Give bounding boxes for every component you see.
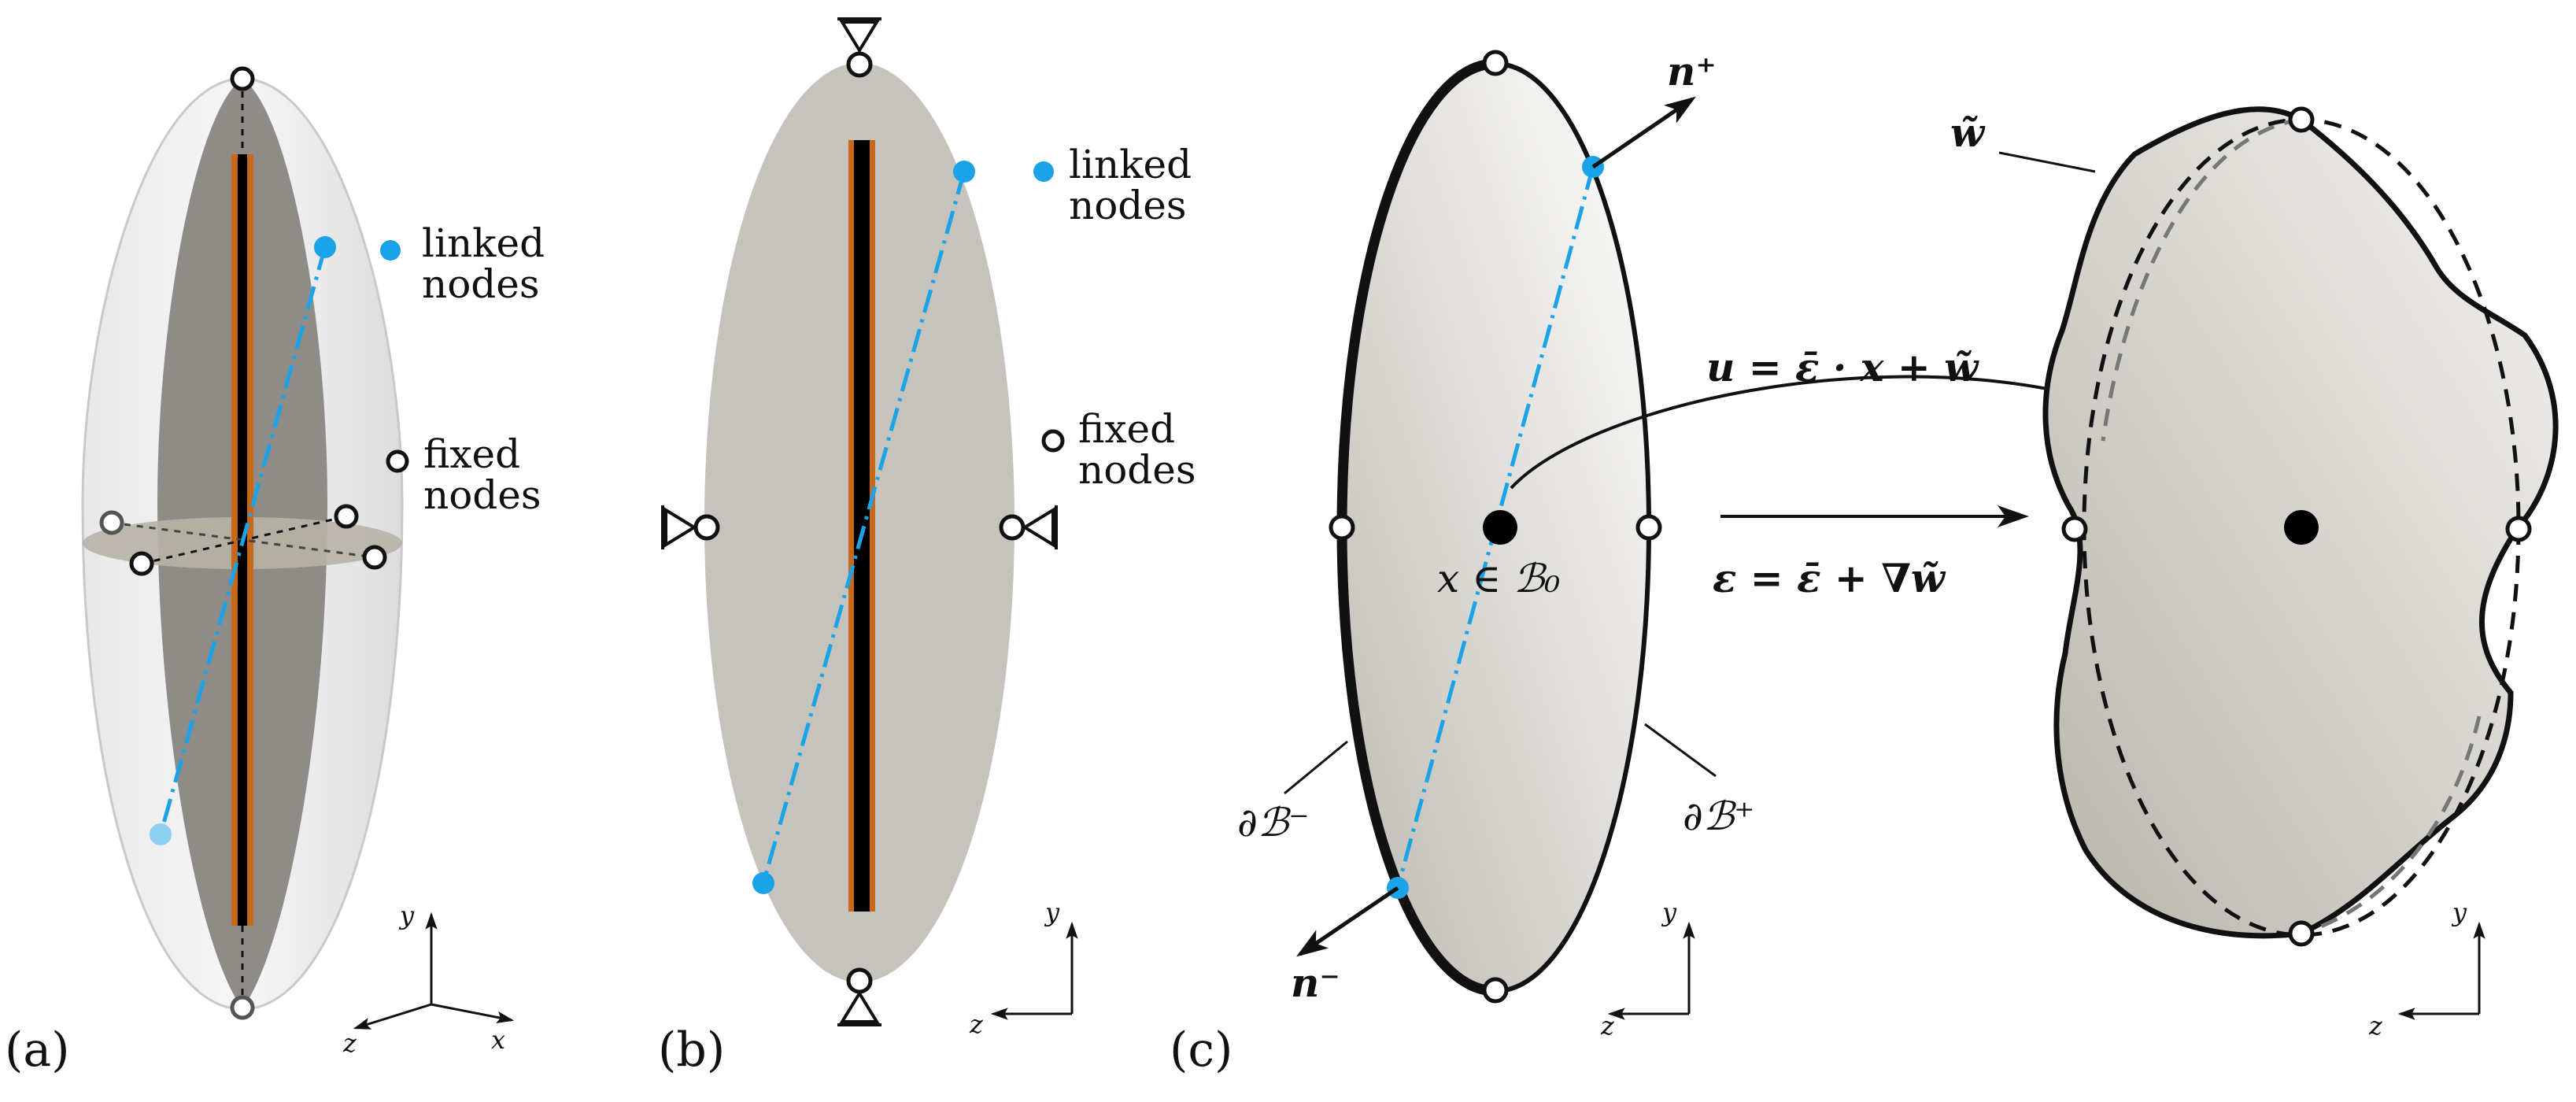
leader-fluctuation xyxy=(1998,151,2096,173)
legend-fixed-a-1: fixed xyxy=(423,431,520,477)
legend-linked-b-2: nodes xyxy=(1069,183,1187,228)
linked-line-b xyxy=(761,171,966,884)
axis-y-b: y xyxy=(1044,897,1060,927)
fixed-node-d-bottom xyxy=(2288,920,2315,947)
support-top-b xyxy=(837,17,881,78)
panel-label-c: (c) xyxy=(1170,1022,1233,1078)
linked-node-a-bottom xyxy=(150,823,172,845)
legend-linked-dot-a xyxy=(380,240,401,261)
fixed-node-d-top xyxy=(2288,106,2315,133)
normal-minus-arrow xyxy=(1296,886,1399,957)
fixed-node-d-right xyxy=(2505,516,2532,542)
axis-y-a: y xyxy=(398,900,415,930)
legend-fixed-dot-a xyxy=(386,449,409,473)
panel-a: linked nodes fixed nodes y z x (a) xyxy=(5,66,545,1078)
center-point-reference xyxy=(1483,510,1517,545)
legend-linked-dot-b xyxy=(1033,161,1054,182)
leader-boundary-minus xyxy=(1284,740,1348,795)
legend-linked-a-1: linked xyxy=(422,220,545,266)
axis-y-c1: y xyxy=(1661,897,1677,927)
label-boundary-plus: ∂ℬ⁺ xyxy=(1683,793,1755,839)
axes-b: y z xyxy=(969,897,1078,1039)
legend-fixed-a-2: nodes xyxy=(423,472,541,518)
panel-label-b: (b) xyxy=(658,1022,725,1078)
axes-c2: y z xyxy=(2368,897,2485,1041)
legend-linked-a-2: nodes xyxy=(422,261,540,307)
panel-label-a: (a) xyxy=(5,1022,70,1078)
leader-boundary-plus xyxy=(1644,723,1717,778)
fixed-node-a-left-front xyxy=(129,551,154,576)
label-boundary-minus: ∂ℬ⁻ xyxy=(1237,800,1310,845)
axis-z-c1: z xyxy=(1600,1011,1615,1041)
center-point-deformed xyxy=(2284,510,2319,545)
support-bottom-b xyxy=(837,967,881,1026)
fixed-node-a-right-front xyxy=(362,545,387,570)
fixed-node-a-bottom xyxy=(230,995,255,1020)
panel-c: n⁺ n⁻ x ∈ ℬ₀ ∂ℬ⁻ ∂ℬ⁺ u = ε̄ · x + w̃ ε =… xyxy=(1170,48,2559,1078)
axes-c1: y z xyxy=(1600,897,1695,1041)
axis-x-a: x xyxy=(491,1025,505,1055)
fiber-core-b xyxy=(854,140,870,912)
support-right-b xyxy=(999,505,1058,549)
label-x-in-b0: x ∈ ℬ₀ xyxy=(1437,556,1560,601)
legend-fixed-b-2: nodes xyxy=(1078,447,1196,493)
fixed-node-d-left xyxy=(2061,516,2088,542)
strain-equation: ε = ε̄ + ∇w̃ xyxy=(1713,555,1946,601)
fixed-node-c-right xyxy=(1635,514,1662,541)
linked-node-b-bottom xyxy=(752,872,774,894)
linked-node-b-top xyxy=(953,161,975,183)
fixed-node-c-top xyxy=(1482,50,1509,76)
axis-z-c2: z xyxy=(2368,1011,2383,1041)
linked-line-a xyxy=(158,246,327,835)
fixed-node-a-right-back xyxy=(334,504,359,529)
axis-z-b: z xyxy=(969,1009,984,1039)
legend-fixed-b-1: fixed xyxy=(1078,406,1175,452)
normal-plus-arrow xyxy=(1591,96,1696,169)
axis-z-a: z xyxy=(342,1028,357,1058)
label-n-plus: n⁺ xyxy=(1667,48,1717,94)
fixed-node-a-left-back xyxy=(99,510,124,535)
hidden-outline-grey xyxy=(2101,117,2482,936)
fixed-node-a-top xyxy=(230,66,255,91)
linked-node-a-top xyxy=(314,236,336,258)
axes-a: y z x xyxy=(342,900,515,1058)
axis-y-c2: y xyxy=(2451,897,2467,927)
label-n-minus: n⁻ xyxy=(1291,960,1340,1006)
displacement-equation: u = ε̄ · x + w̃ xyxy=(1706,344,1979,390)
support-left-b xyxy=(661,505,720,549)
fixed-node-c-left xyxy=(1329,514,1355,541)
legend-linked-b-1: linked xyxy=(1069,142,1192,187)
label-fluctuation: w̃ xyxy=(1950,109,1986,156)
legend-fixed-dot-b xyxy=(1041,429,1065,453)
panel-b: linked nodes fixed nodes y z (b) xyxy=(658,17,1196,1078)
fixed-node-c-bottom xyxy=(1482,977,1509,1004)
